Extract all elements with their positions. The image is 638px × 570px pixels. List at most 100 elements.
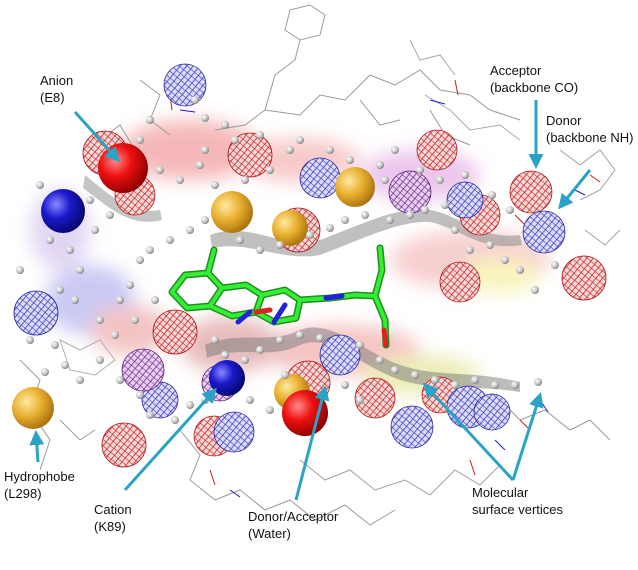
- surface-vertex: [376, 356, 384, 364]
- surface-vertex: [431, 376, 439, 384]
- surface-vertex: [76, 376, 84, 384]
- surface-vertex: [406, 211, 414, 219]
- surface-vertex: [236, 236, 244, 244]
- acceptor-sphere: [416, 129, 458, 171]
- surface-vertex: [46, 236, 54, 244]
- surface-vertex: [256, 131, 264, 139]
- donor-label: Donor(backbone NH): [546, 113, 633, 145]
- surface-vertex: [76, 266, 84, 274]
- surface-vertex: [246, 396, 254, 404]
- cation-solid-sphere: [209, 360, 245, 396]
- surface-vertex: [71, 296, 79, 304]
- hydrophobe-sphere: [211, 191, 253, 233]
- surface-vertex: [116, 296, 124, 304]
- surface-vertex: [296, 136, 304, 144]
- surface-vertex: [296, 331, 304, 339]
- surface-vertex: [221, 121, 229, 129]
- surface-vertex: [436, 176, 444, 184]
- surface-vertex: [91, 226, 99, 234]
- donor-sphere: [213, 411, 255, 453]
- surface-vertex: [186, 401, 194, 409]
- surface-vertex: [36, 181, 44, 189]
- surface-vertex: [281, 371, 289, 379]
- cation-arrow: [123, 387, 218, 492]
- acceptor-spheres: [82, 129, 607, 468]
- surface-vertex: [356, 341, 364, 349]
- surface-vertex: [341, 216, 349, 224]
- surface-vertex: [116, 376, 124, 384]
- donor-sphere: [319, 334, 361, 376]
- surface-vertex: [41, 368, 49, 376]
- surface-vertex: [376, 161, 384, 169]
- surface-vertex: [146, 246, 154, 254]
- labels: Anion(E8) Acceptor(backbone CO) Donor(ba…: [4, 63, 633, 541]
- acceptor-sphere: [561, 255, 607, 301]
- surface-vertex: [51, 341, 59, 349]
- surface-vertex: [266, 406, 274, 414]
- surface-vertex: [201, 146, 209, 154]
- surface-vertex: [136, 136, 144, 144]
- surface-vertex: [201, 114, 209, 122]
- hydrophobe-label: Hydrophobe(L298): [4, 469, 75, 501]
- surface-vertex: [411, 371, 419, 379]
- acceptor-sphere: [509, 170, 553, 214]
- surface-vertex: [361, 211, 369, 219]
- surface-vertex: [61, 361, 69, 369]
- surface-vertex: [488, 191, 496, 199]
- surface-vertex: [106, 211, 114, 219]
- surface-vertex: [326, 224, 334, 232]
- surface-vertex: [196, 161, 204, 169]
- donor-arrow: [558, 169, 592, 210]
- vertices-arrow-1: [422, 382, 515, 482]
- surface-vertex: [316, 334, 324, 342]
- surface-vertex: [326, 146, 334, 154]
- surface-vertex: [146, 411, 154, 419]
- donor-solid-sphere: [41, 189, 85, 233]
- vertices-arrow-2: [511, 392, 544, 481]
- surface-vertices: [16, 96, 559, 424]
- surface-vertex: [156, 166, 164, 174]
- surface-vertex: [491, 381, 499, 389]
- surface-vertex: [211, 181, 219, 189]
- surface-vertex: [221, 351, 229, 359]
- surface-vertex: [381, 176, 389, 184]
- surface-vertex: [211, 336, 219, 344]
- surface-vertex: [341, 381, 349, 389]
- water-arrow: [294, 385, 330, 501]
- donor-sphere: [163, 63, 207, 107]
- surface-vertex: [391, 146, 399, 154]
- surface-vertex: [231, 136, 239, 144]
- acceptor-sphere: [152, 309, 198, 355]
- surface-vertex: [516, 266, 524, 274]
- surface-vertex: [471, 376, 479, 384]
- surface-vertex: [16, 266, 24, 274]
- donor-sphere: [522, 210, 566, 254]
- surface-vertex: [241, 356, 249, 364]
- surface-vertex: [136, 256, 144, 264]
- surface-vertex: [111, 331, 119, 339]
- surface-vertex: [386, 216, 394, 224]
- hydrophobe-sphere: [12, 387, 54, 429]
- surface-vertex: [531, 286, 539, 294]
- anion-arrow: [73, 110, 121, 163]
- donor-sphere: [446, 181, 484, 219]
- surface-vertex: [96, 356, 104, 364]
- hydrophobe-sphere: [272, 210, 308, 246]
- surface-vertex: [241, 176, 249, 184]
- surface-vertex: [256, 246, 264, 254]
- acceptor-sphere: [439, 261, 481, 303]
- surface-vertex: [501, 256, 509, 264]
- surface-vertex: [551, 261, 559, 269]
- surface-vertex: [66, 246, 74, 254]
- surface-vertex: [26, 336, 34, 344]
- surface-vertex: [461, 171, 469, 179]
- surface-vertex: [511, 381, 519, 389]
- water-label: Donor/Acceptor(Water): [248, 509, 339, 541]
- surface-vertex: [441, 201, 449, 209]
- surface-vertex: [356, 396, 364, 404]
- surface-vertex: [534, 378, 542, 386]
- surface-vertex: [256, 346, 264, 354]
- surface-vertex: [466, 246, 474, 254]
